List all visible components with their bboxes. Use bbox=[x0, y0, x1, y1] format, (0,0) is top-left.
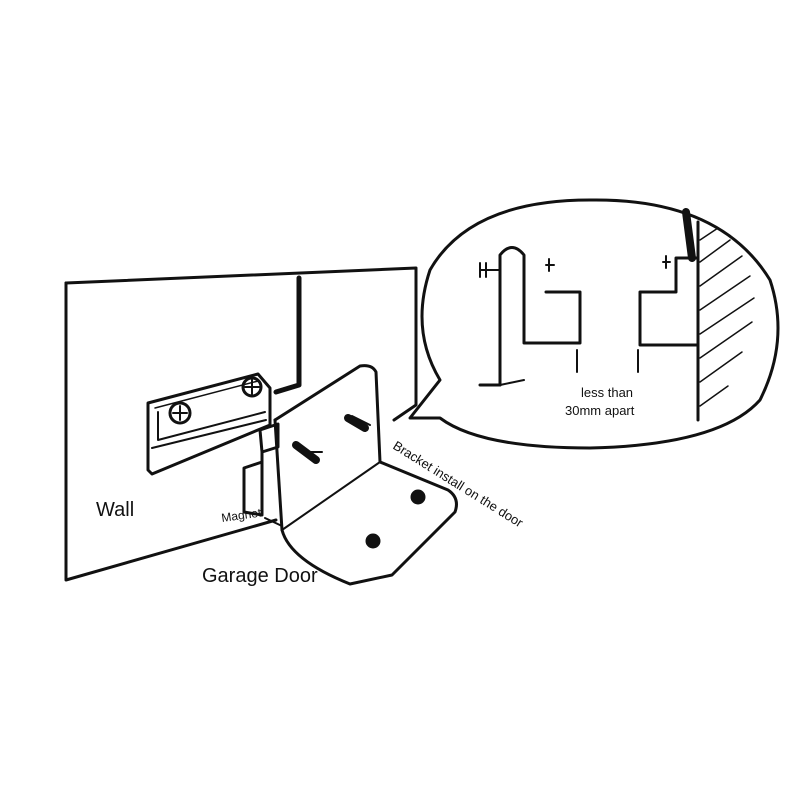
bracket-label: Bracket install on the door bbox=[390, 438, 526, 531]
wall-panel bbox=[64, 266, 418, 582]
bracket-hole-top bbox=[410, 489, 426, 505]
wall-label: Wall bbox=[96, 499, 134, 521]
gap-label-line2: 30mm apart bbox=[565, 403, 635, 418]
magnet-label: Magnet bbox=[220, 505, 262, 525]
garage-door-label: Garage Door bbox=[202, 565, 318, 587]
detail-right-magnet bbox=[638, 255, 700, 347]
detail-left-bracket bbox=[478, 246, 582, 387]
magnet-pointer bbox=[264, 517, 283, 527]
detail-wall bbox=[682, 208, 755, 422]
magnet-screw-right bbox=[241, 376, 263, 398]
garage-door-edge bbox=[273, 275, 302, 395]
bracket-bolt-right bbox=[344, 414, 371, 432]
l-bracket bbox=[273, 364, 458, 586]
detail-callout bbox=[408, 198, 780, 450]
bracket-bolt-left bbox=[292, 441, 323, 464]
magnet-mount bbox=[146, 372, 272, 476]
bracket-hole-bottom bbox=[365, 533, 381, 549]
magnet-screw-left bbox=[168, 401, 192, 425]
gap-label-line1: less than bbox=[581, 385, 633, 400]
magnet-block bbox=[242, 422, 280, 517]
